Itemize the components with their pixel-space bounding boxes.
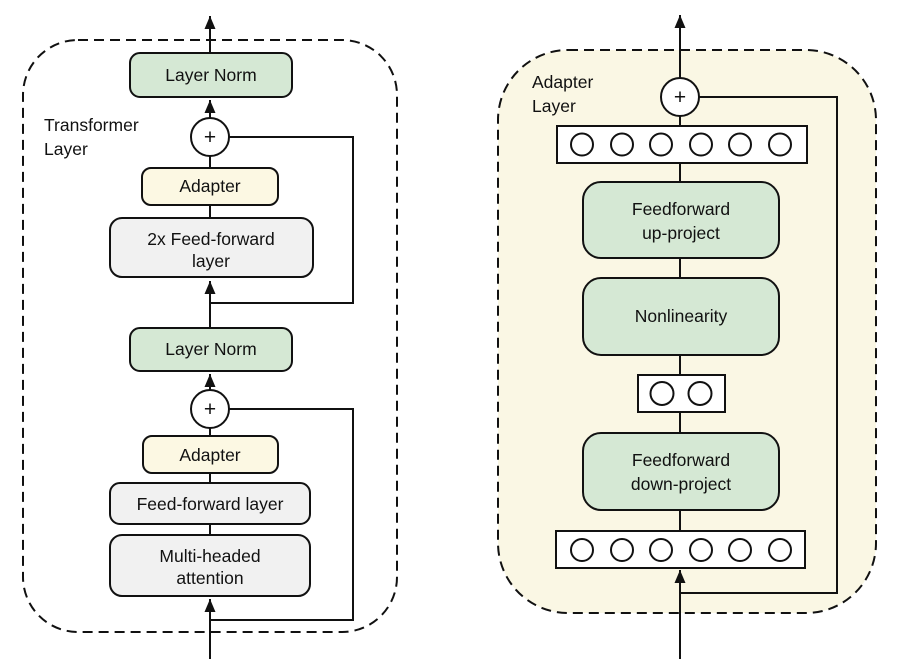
feature-dot: [689, 538, 713, 562]
skip-connection-adapter: [680, 96, 838, 594]
feature-dot: [649, 132, 673, 157]
plus-icon: +: [204, 126, 216, 149]
feature-dot: [689, 132, 713, 157]
feedforward-2x-label-line2: layer: [192, 251, 230, 271]
feedforward-layer-label: Feed-forward layer: [137, 494, 284, 514]
feature-dot: [610, 132, 634, 157]
adapter-layer-label-line1: Adapter: [532, 72, 593, 92]
nonlinearity-label: Nonlinearity: [635, 306, 728, 326]
bottleneck-vector: [637, 374, 726, 413]
adapter-top-box: [141, 167, 279, 206]
adapter-bottom-label: Adapter: [179, 445, 240, 465]
feature-vector-bottom-box: [555, 530, 806, 569]
layer-norm-top-box: [129, 52, 293, 98]
feedforward-up-project-box: [582, 181, 780, 259]
feedforward-down-project-label-line2: down-project: [631, 474, 731, 494]
transformer-layer-panel: Layer Norm + Adapter 2x Feed-forward lay…: [22, 16, 398, 659]
add-node-right: [660, 77, 700, 117]
skip-connection-upper-left: [210, 136, 354, 304]
feature-dot: [687, 381, 713, 406]
feature-dot: [768, 538, 792, 562]
adapter-top-label: Adapter: [179, 176, 240, 196]
layer-norm-top-label: Layer Norm: [165, 65, 256, 85]
feature-dot: [610, 538, 634, 562]
multi-headed-attention-box: [109, 534, 311, 597]
transformer-layer-label-line2: Layer: [44, 139, 88, 159]
feature-vector-bottom: [555, 530, 806, 569]
feature-vector-top: [556, 125, 808, 164]
feedforward-up-project-label-line2: up-project: [642, 223, 720, 243]
feature-dot: [728, 538, 752, 562]
nonlinearity-box: [582, 277, 780, 356]
feedforward-2x-label-line1: 2x Feed-forward: [147, 229, 274, 249]
feedforward-down-project-label-line1: Feedforward: [632, 450, 730, 470]
adapter-layer-panel: + Feedforward up-project Nonlinearity Fe…: [497, 15, 877, 659]
plus-icon: +: [204, 398, 216, 421]
feature-dot: [768, 132, 792, 157]
feature-dot: [649, 381, 675, 406]
layer-norm-bottom-box: [129, 327, 293, 372]
transformer-layer-label-line1: Transformer: [44, 115, 139, 135]
adapter-bottom-box: [142, 435, 279, 474]
feature-dot: [649, 538, 673, 562]
feedforward-2x-box: [109, 217, 314, 278]
feature-dot: [570, 538, 594, 562]
feature-vector-top-box: [556, 125, 808, 164]
feature-dot: [570, 132, 594, 157]
layer-norm-bottom-label: Layer Norm: [165, 339, 256, 359]
add-node-top-left: [190, 117, 230, 157]
feedforward-layer-box: [109, 482, 311, 525]
add-node-bottom-left: [190, 389, 230, 429]
feedforward-down-project-box: [582, 432, 780, 511]
skip-connection-lower-left: [210, 408, 354, 621]
feature-dot: [728, 132, 752, 157]
multi-headed-attention-label-line1: Multi-headed: [159, 546, 260, 566]
plus-icon: +: [674, 86, 686, 109]
multi-headed-attention-label-line2: attention: [176, 568, 243, 588]
adapter-layer-label-line2: Layer: [532, 96, 576, 116]
feedforward-up-project-label-line1: Feedforward: [632, 199, 730, 219]
